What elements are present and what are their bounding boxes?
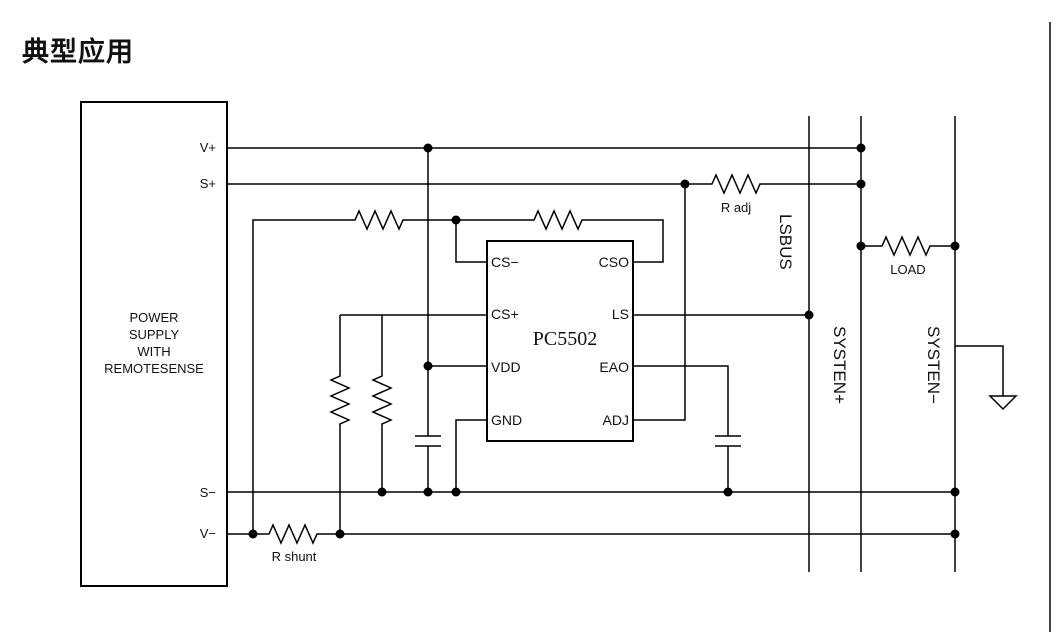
r-adj-label: R adj	[721, 200, 751, 215]
r-shunt-resistor	[227, 523, 955, 545]
pin-label-vplus: V+	[200, 140, 216, 155]
chip-pin-ls: LS	[612, 306, 629, 322]
junction-dots	[248, 143, 960, 539]
chip-pin-gnd: GND	[491, 412, 522, 428]
pc5502-chip	[486, 240, 634, 442]
supply-line-4: REMOTESENSE	[104, 361, 204, 376]
sense-resistors	[252, 209, 664, 534]
chip-name: PC5502	[533, 328, 597, 350]
power-supply-box	[80, 101, 228, 587]
pin-label-vminus: V−	[200, 526, 216, 541]
pin-label-splus: S+	[200, 176, 216, 191]
adj-wire	[633, 184, 686, 421]
ground-wire	[955, 345, 1004, 396]
chip-pin-cso: CSO	[599, 254, 629, 270]
chip-pin-eao: EAO	[599, 359, 629, 375]
supply-line-1: POWER	[129, 310, 178, 325]
supply-line-2: SUPPLY	[129, 327, 180, 342]
page-edge-divider	[1049, 22, 1051, 632]
pin-label-sminus: S−	[200, 485, 216, 500]
chip-pin-cs-plus: CS+	[491, 306, 519, 322]
eao-wire	[633, 365, 729, 436]
cs-minus-wire	[455, 220, 487, 263]
supply-line-3: WITH	[137, 344, 170, 359]
load-label: LOAD	[890, 262, 925, 277]
gnd-wire	[455, 419, 487, 492]
page-title: 典型应用	[22, 37, 134, 68]
bias-resistor-left	[329, 315, 351, 534]
r-adj-resistor	[227, 173, 861, 195]
r-shunt-label: R shunt	[272, 549, 317, 564]
load-resistor	[861, 235, 955, 257]
chip-pin-cs-minus: CS−	[491, 254, 519, 270]
ground-icon	[988, 395, 1018, 411]
system-plus-label: SYSTEN+	[830, 326, 849, 404]
lsbus-label: LSBUS	[776, 214, 795, 270]
chip-pin-adj: ADJ	[603, 412, 629, 428]
bias-resistor-right	[371, 315, 393, 492]
system-minus-label: SYSTEN−	[924, 326, 943, 404]
chip-pin-vdd: VDD	[491, 359, 521, 375]
